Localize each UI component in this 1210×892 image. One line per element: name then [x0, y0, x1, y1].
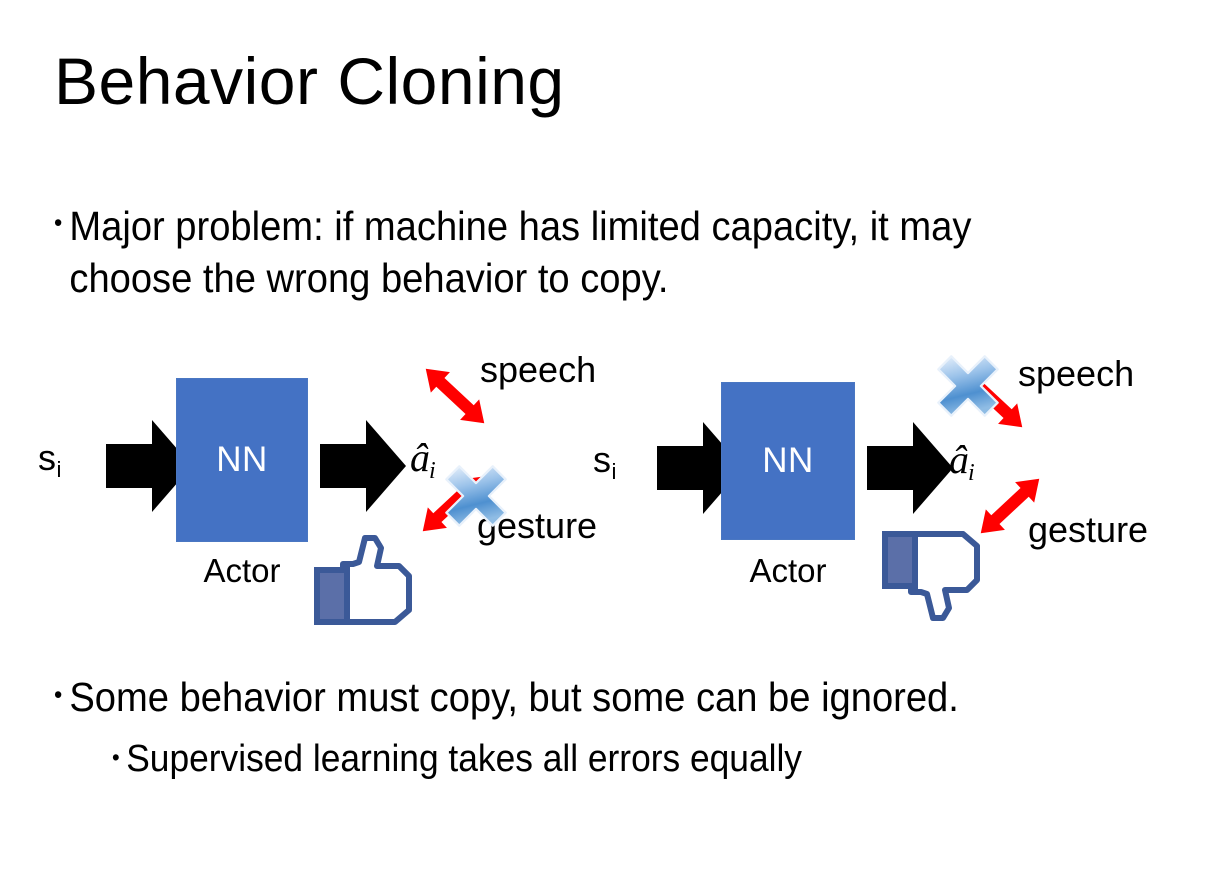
thumbs-up-icon	[314, 535, 412, 625]
action-label-left: âi	[410, 435, 436, 484]
nn-box-label-left: NN	[216, 440, 268, 479]
bullet-bottom-primary: • Some behavior must copy, but some can …	[54, 672, 1086, 723]
input-arrow-left-icon	[106, 420, 192, 512]
branch-arrow-speech-left-icon	[425, 368, 485, 424]
actor-label-right: Actor	[749, 552, 827, 589]
actor-label-left: Actor	[203, 552, 281, 589]
action-symbol-right: â	[949, 437, 969, 482]
bullet-top: • Major problem: if machine has limited …	[54, 200, 1058, 305]
branch-arrow-gesture-right-icon	[980, 478, 1040, 534]
state-label-left: si	[38, 437, 62, 482]
bullet-marker-icon: •	[54, 680, 63, 709]
diagram-right-rejected-case: si NN Actor âi speech	[585, 340, 1175, 640]
nn-box-right: NN	[721, 382, 855, 540]
cross-out-speech-icon	[937, 355, 999, 417]
bullet-marker-icon: •	[112, 743, 120, 770]
bullet-bottom-primary-text: Some behavior must copy, but some can be…	[69, 674, 959, 720]
bullet-bottom-secondary: • Supervised learning takes all errors e…	[112, 736, 1089, 784]
nn-box-left: NN	[176, 378, 308, 542]
branch-label-speech-left: speech	[480, 349, 597, 390]
branch-label-speech-right: speech	[1018, 353, 1135, 394]
diagram-left-approved-case: si NN Actor âi speech	[10, 340, 600, 640]
branch-label-gesture-right: gesture	[1028, 509, 1149, 550]
action-label-right: âi	[949, 437, 975, 486]
bullet-marker-icon: •	[54, 208, 63, 237]
output-arrow-right-icon	[867, 422, 953, 514]
thumbs-down-icon	[882, 531, 980, 621]
bullet-bottom-secondary-text: Supervised learning takes all errors equ…	[126, 738, 802, 780]
cross-out-gesture-icon	[445, 465, 507, 527]
page-title: Behavior Cloning	[54, 44, 565, 118]
nn-box-label-right: NN	[762, 441, 814, 480]
bullet-top-text: Major problem: if machine has limited ca…	[69, 203, 972, 302]
action-symbol-left: â	[410, 435, 430, 480]
state-label-right: si	[593, 439, 617, 484]
output-arrow-left-icon	[320, 420, 406, 512]
